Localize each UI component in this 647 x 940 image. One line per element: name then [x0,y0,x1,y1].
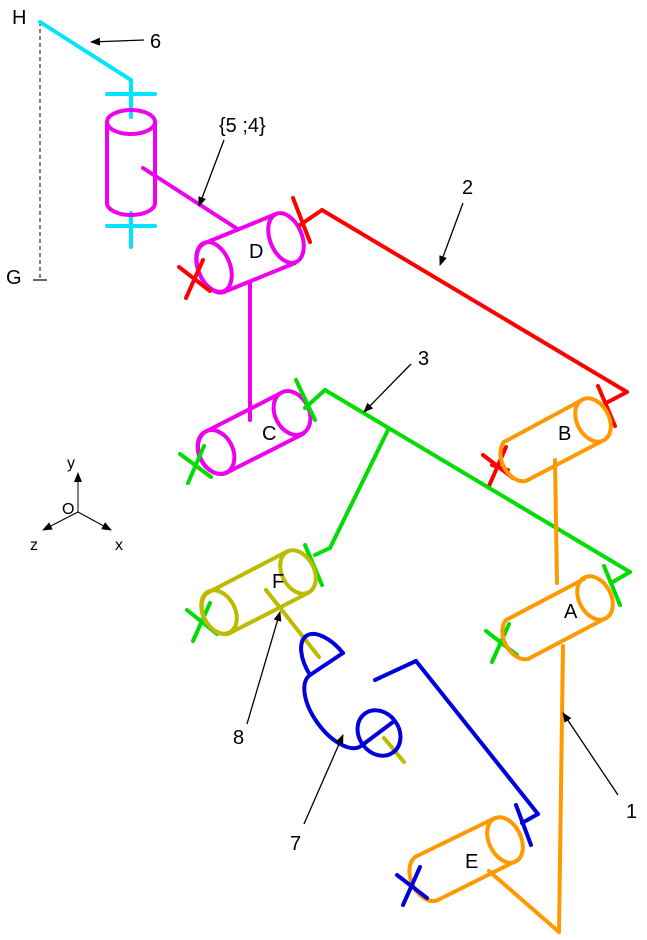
link-3 [178,378,632,664]
joint-c-label: C [262,423,276,445]
joint-a-label: A [564,601,578,623]
joint-f-label: F [272,571,284,593]
joint-b-label: B [558,423,571,445]
link-3-label: 3 [418,348,429,370]
link-7-label: 7 [290,833,301,855]
link-1-label: 1 [626,801,637,823]
link-5-4-label: {5 ;4} [219,115,266,137]
coordinate-frame [42,472,112,531]
link-7 [299,632,540,907]
axis-z-label: z [30,537,38,554]
joint-d-label: D [249,241,263,263]
link-1 [407,396,615,934]
axis-y-label: y [67,455,75,472]
leader-arrows [90,37,619,825]
link-6 [38,20,157,249]
link-8 [199,548,406,764]
link-2-label: 2 [462,177,473,199]
link-5-4 [105,108,313,476]
point-g-label: G [6,267,22,289]
point-h-label: H [12,7,26,29]
axis-origin-label: O [62,501,74,518]
link-8-label: 8 [233,727,244,749]
joint-e-label: E [465,851,478,873]
link-6-label: 6 [150,31,161,53]
axis-x-label: x [115,537,123,554]
